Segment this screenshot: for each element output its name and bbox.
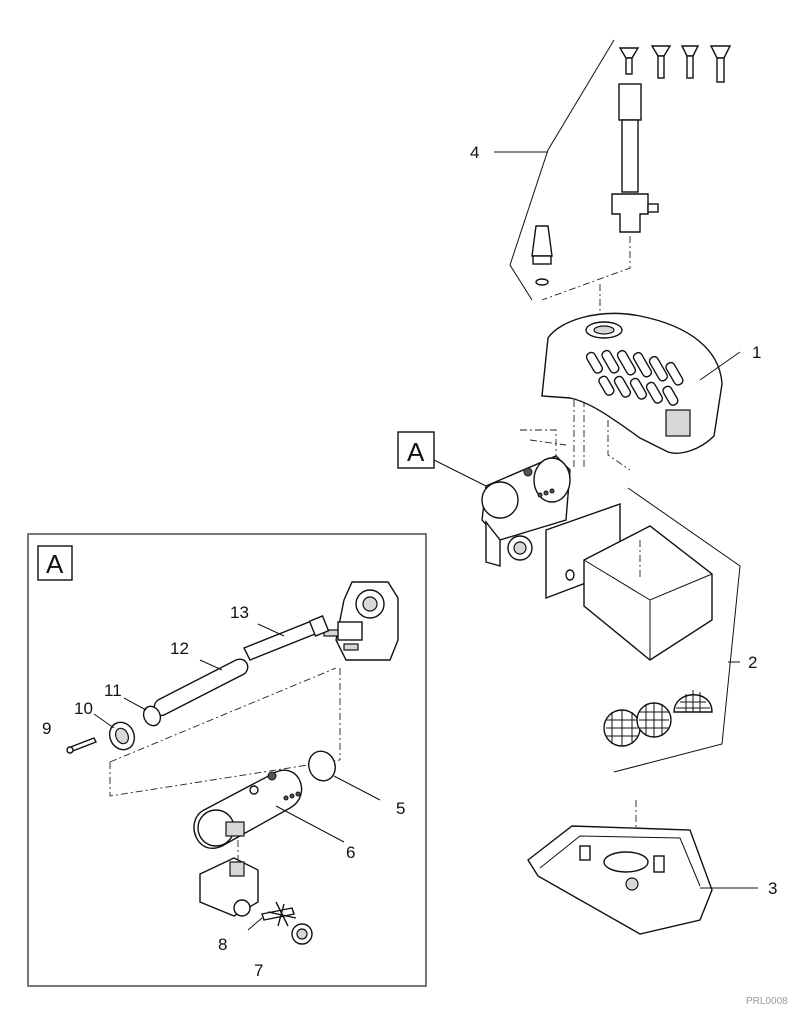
callout-2: 2 bbox=[748, 653, 757, 672]
part-8-impeller: 8 bbox=[218, 901, 297, 954]
part-11-oring: 11 bbox=[104, 681, 162, 727]
filter-sponge-2 bbox=[636, 702, 672, 738]
filter-sponge-1 bbox=[603, 709, 641, 747]
part-13-rod: 13 bbox=[230, 603, 330, 661]
assembly-guide-inset bbox=[109, 667, 341, 797]
cover-latch bbox=[665, 409, 691, 437]
part-1-cover: 1 bbox=[541, 312, 761, 454]
part-9-screw: 9 bbox=[42, 719, 97, 754]
part-4-nozzle-group bbox=[509, 39, 732, 301]
foam-block bbox=[583, 525, 713, 661]
part-6-housing: 6 bbox=[193, 769, 355, 862]
inset-marker-a: A bbox=[37, 545, 73, 581]
nozzle-head-4 bbox=[709, 45, 732, 83]
adapter-fitting bbox=[531, 225, 553, 286]
callout-1: 1 bbox=[752, 343, 761, 362]
riser-pipe bbox=[611, 83, 659, 233]
callout-6: 6 bbox=[346, 843, 355, 862]
pump-assembly bbox=[481, 455, 571, 567]
callout-5: 5 bbox=[396, 799, 405, 818]
cover-vent-slots bbox=[585, 349, 684, 406]
callout-9: 9 bbox=[42, 719, 51, 738]
inset-frame bbox=[27, 533, 427, 987]
filter-ball-mesh bbox=[673, 690, 713, 713]
part-4-bracket-line bbox=[509, 39, 615, 301]
part-3-base: 3 bbox=[527, 825, 777, 935]
callout-3: 3 bbox=[768, 879, 777, 898]
nozzle-head-1 bbox=[618, 47, 640, 75]
part-7-cap: 7 bbox=[254, 923, 313, 980]
callout-7: 7 bbox=[254, 961, 263, 980]
part-5-seal: 5 bbox=[308, 750, 405, 818]
pump-body bbox=[199, 840, 259, 917]
assembly-guides-upper bbox=[520, 236, 631, 471]
nozzle-head-2 bbox=[650, 45, 672, 79]
part-12-tube: 12 bbox=[153, 639, 249, 717]
svg-text:A: A bbox=[407, 437, 425, 467]
part-10-nut: 10 bbox=[74, 699, 136, 751]
part-2-bracket: 2 bbox=[613, 487, 757, 773]
callout-13: 13 bbox=[230, 603, 249, 622]
callout-4: 4 bbox=[470, 143, 479, 162]
callout-10: 10 bbox=[74, 699, 93, 718]
drawing-code: PRL0008 bbox=[746, 996, 788, 1007]
callout-8: 8 bbox=[218, 935, 227, 954]
svg-text:A: A bbox=[46, 549, 64, 579]
motor-housing bbox=[323, 581, 399, 661]
detail-marker-a: A bbox=[397, 431, 491, 489]
callout-12: 12 bbox=[170, 639, 189, 658]
callout-11: 11 bbox=[104, 681, 122, 700]
nozzle-head-3 bbox=[680, 45, 700, 79]
inset-detail-a: A 13 12 11 bbox=[27, 533, 427, 987]
